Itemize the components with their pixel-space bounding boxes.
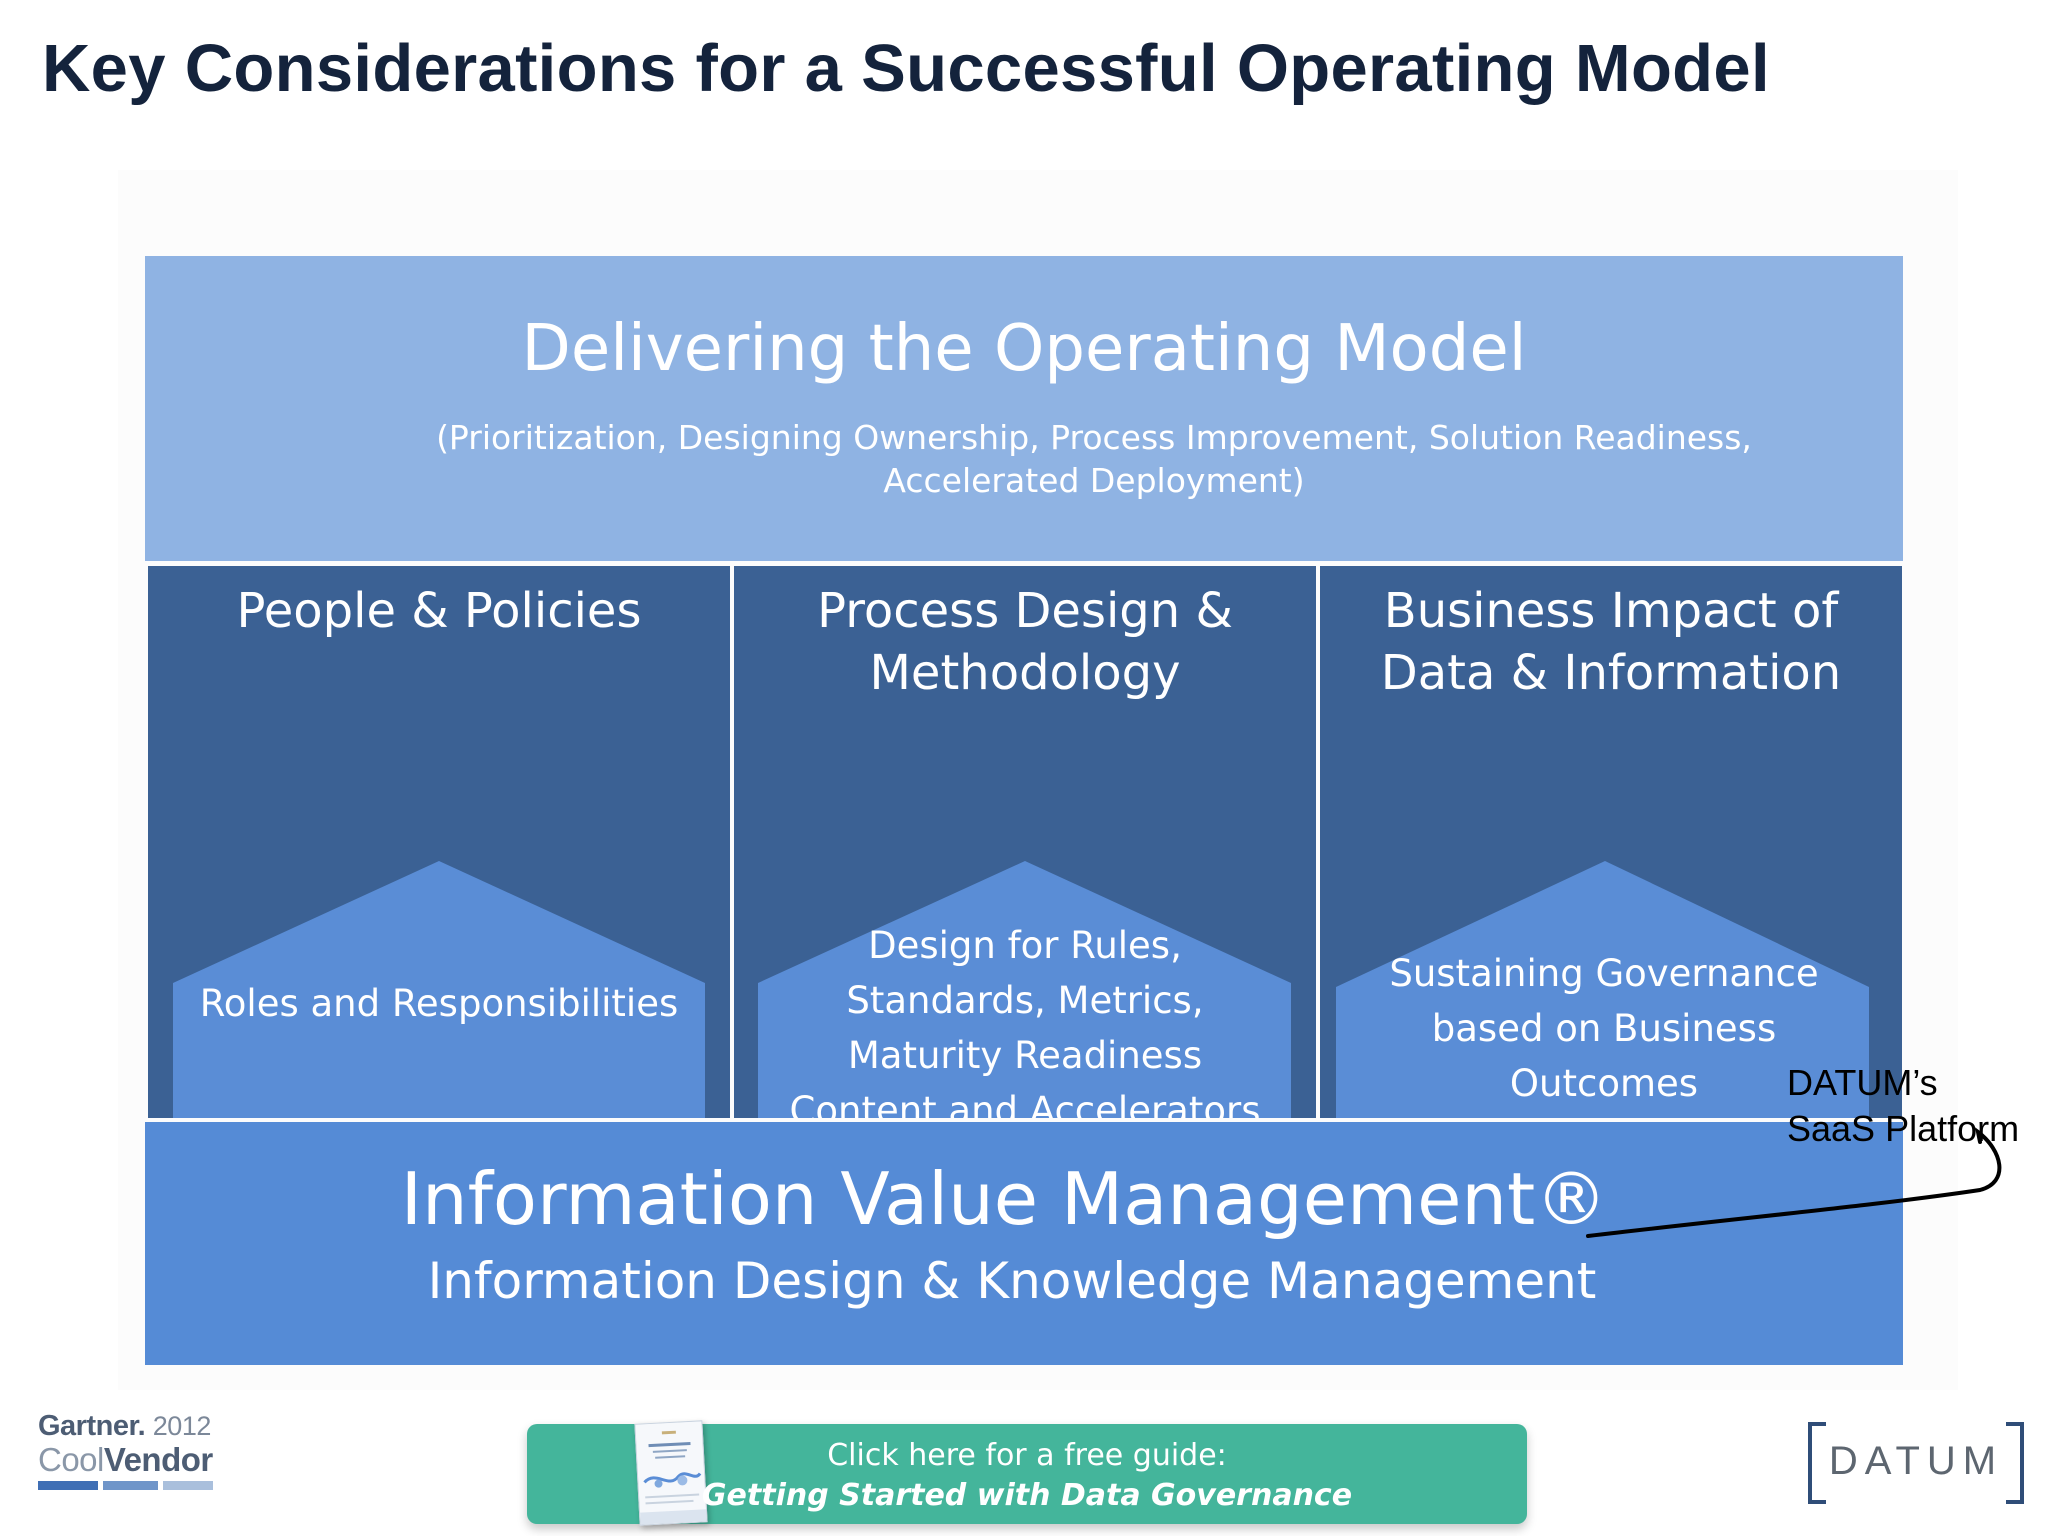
house-line: Design for Rules, [868, 924, 1182, 967]
cta-line-2: Getting Started with Data Governance [701, 1478, 1353, 1513]
vendor-text: Vendor [103, 1441, 213, 1478]
delivering-operating-model-band: Delivering the Operating Model (Prioriti… [145, 256, 1903, 561]
house-text: Design for Rules, Standards, Metrics, Ma… [734, 918, 1316, 1118]
gartner-year: 2012 [152, 1411, 212, 1441]
ivm-subtitle: Information Design & Knowledge Managemen… [427, 1252, 1597, 1310]
house-line: Outcomes [1509, 1062, 1699, 1105]
slide-title: Key Considerations for a Successful Oper… [42, 31, 1770, 106]
book-cover-art [635, 1421, 707, 1525]
column-title: Process Design & Methodology [817, 583, 1233, 701]
house-line: based on Business [1431, 1007, 1777, 1050]
house-text: Sustaining Governance based on Business … [1320, 946, 1902, 1111]
band-title: Delivering the Operating Model [521, 312, 1527, 386]
annotation-line-1: DATUM’s [1787, 1062, 1938, 1103]
band-subtitle: (Prioritization, Designing Ownership, Pr… [436, 418, 1752, 500]
logo-bracket-left [1808, 1422, 1826, 1504]
datum-logo-text: DATUM [1828, 1438, 2004, 1483]
column-title: Business Impact of Data & Information [1380, 583, 1842, 701]
saas-platform-annotation: DATUM’s SaaS Platform [1787, 1060, 2019, 1152]
column-people-policies: People & Policies Roles and Responsibili… [148, 566, 730, 1118]
house-shape [758, 861, 1291, 1118]
cool-vendor-line: CoolVendor [38, 1441, 213, 1479]
gartner-brand-line: Gartner. 2012 [38, 1410, 213, 1443]
logo-bracket-right [2006, 1422, 2024, 1504]
cool-text: Cool [38, 1441, 104, 1478]
gartner-brand: Gartner. [38, 1410, 146, 1442]
column-business-impact: Business Impact of Data & Information Su… [1320, 566, 1902, 1118]
information-value-management-band: Information Value Management® Informatio… [145, 1122, 1903, 1365]
house-line: Standards, Metrics, [846, 979, 1204, 1022]
column-process-design: Process Design & Methodology Design for … [734, 566, 1316, 1118]
house-line: Roles and Responsibilities [199, 982, 679, 1025]
house-line: Content and Accelerators [789, 1089, 1261, 1118]
datum-logo: DATUM [1808, 1422, 2024, 1504]
guide-book-icon [634, 1420, 708, 1526]
house-shape [173, 861, 705, 1118]
cta-line-1: Click here for a free guide: [827, 1438, 1227, 1473]
house-shape [1336, 861, 1869, 1118]
gartner-cool-vendor-logo: Gartner. 2012 CoolVendor [38, 1410, 213, 1505]
column-title: People & Policies [236, 583, 642, 639]
gartner-bars [38, 1481, 213, 1490]
ivm-title: Information Value Management® [400, 1157, 1608, 1241]
free-guide-button[interactable]: Click here for a free guide: Getting Sta… [527, 1420, 1527, 1526]
house-text: Roles and Responsibilities [148, 976, 730, 1031]
house-line: Sustaining Governance [1389, 952, 1819, 995]
annotation-line-2: SaaS Platform [1787, 1108, 2020, 1149]
house-line: Maturity Readiness [847, 1034, 1203, 1077]
